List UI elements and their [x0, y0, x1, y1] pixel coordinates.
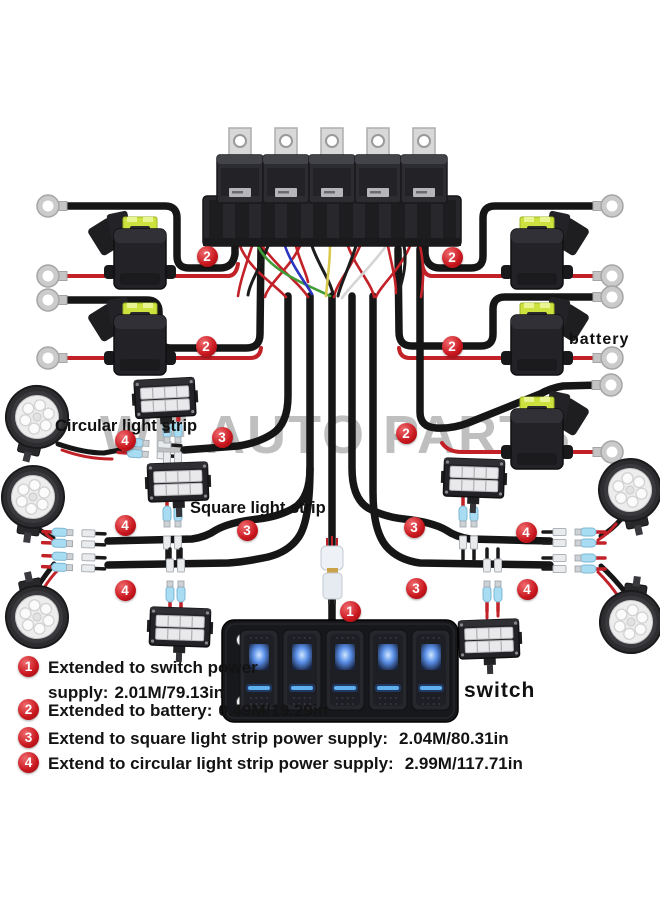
marker-battery-2: 2: [441, 246, 463, 268]
marker-switch-power-1: 1: [339, 600, 361, 622]
legend-label: Extend to circular light strip power sup…: [48, 754, 394, 773]
square-light-5: [454, 618, 524, 676]
ring-terminal-left-1: [36, 194, 68, 218]
ring-terminal-right-3: [592, 285, 624, 309]
marker-circular-strip-4: 4: [114, 429, 136, 451]
connector-cluster-square-5: [481, 547, 504, 613]
marker-battery-2: 2: [395, 422, 417, 444]
marker-circular-strip-4: 4: [114, 514, 136, 536]
battery-label: battery: [569, 331, 630, 348]
legend-item-circular-strip: 4 Extend to circular light strip power s…: [18, 752, 523, 777]
legend-item-battery: 2 Extended to battery: 0.49M/19.29in: [18, 699, 328, 724]
legend-label: Extended to battery:: [48, 701, 213, 720]
marker-circular-strip-4: 4: [515, 521, 537, 543]
marker-circular-strip-4: 4: [516, 578, 538, 600]
relay-4: [354, 127, 402, 204]
legend-value: 2.01M/79.13in: [114, 682, 225, 702]
relay-wire-fan: [236, 244, 425, 300]
fuse-holder-left-2: [85, 295, 177, 376]
marker-square-strip-3: 3: [211, 426, 233, 448]
marker-square-strip-3: 3: [405, 577, 427, 599]
circular-light-left-3: [0, 564, 75, 655]
legend-label: Extended to switch power supply:: [48, 658, 258, 702]
ring-terminal-left-4: [36, 346, 68, 370]
switch-label: switch: [464, 679, 536, 702]
legend-item-switch-power: 1 Extended to switch power supply:2.01M/…: [18, 656, 290, 705]
rocker-switches[interactable]: [239, 629, 451, 711]
ring-terminal-left-2: [36, 264, 68, 288]
legend-label: Extend to square light strip power suppl…: [48, 729, 389, 748]
legend-num-4: 4: [18, 752, 39, 773]
circular-light-right-2: [594, 571, 660, 659]
ring-terminal-left-3: [36, 288, 68, 312]
square-light-4: [439, 457, 509, 515]
legend-value: 2.04M/80.31in: [399, 729, 509, 748]
legend-value: 0.49M/19.29in: [218, 701, 328, 720]
relay-3: [308, 127, 356, 204]
marker-square-strip-3: 3: [403, 516, 425, 538]
legend-item-square-strip: 3 Extend to square light strip power sup…: [18, 727, 509, 752]
ring-terminal-right-5: [591, 373, 623, 397]
connector-cluster-right-b: [541, 526, 607, 549]
battery-red-wires: [57, 262, 603, 454]
marker-battery-2: 2: [441, 335, 463, 357]
relay-1: [216, 127, 264, 204]
legend-value: 2.99M/117.71in: [404, 754, 523, 773]
marker-circular-strip-4: 4: [114, 579, 136, 601]
relay-socket-block: [202, 195, 462, 247]
legend-num-1: 1: [18, 656, 39, 677]
connector-cluster-square-3: [164, 547, 187, 613]
marker-square-strip-3: 3: [236, 519, 258, 541]
ring-terminal-right-2: [592, 264, 624, 288]
relay-5: [400, 127, 448, 204]
square-light-3: [145, 606, 215, 664]
circular-light-strip-label: Circular light strip: [55, 417, 198, 435]
ring-terminal-right-1: [592, 194, 624, 218]
ring-terminal-right-4: [592, 346, 624, 370]
square-light-strip-label: Square light strip: [190, 499, 326, 517]
legend-num-2: 2: [18, 699, 39, 720]
marker-battery-2: 2: [195, 335, 217, 357]
legend-num-3: 3: [18, 727, 39, 748]
marker-battery-2: 2: [196, 245, 218, 267]
circular-light-right-1: [592, 452, 660, 543]
ring-terminal-right-6: [592, 440, 624, 464]
switch-harness-connector: [320, 536, 344, 604]
relay-2: [262, 127, 310, 204]
